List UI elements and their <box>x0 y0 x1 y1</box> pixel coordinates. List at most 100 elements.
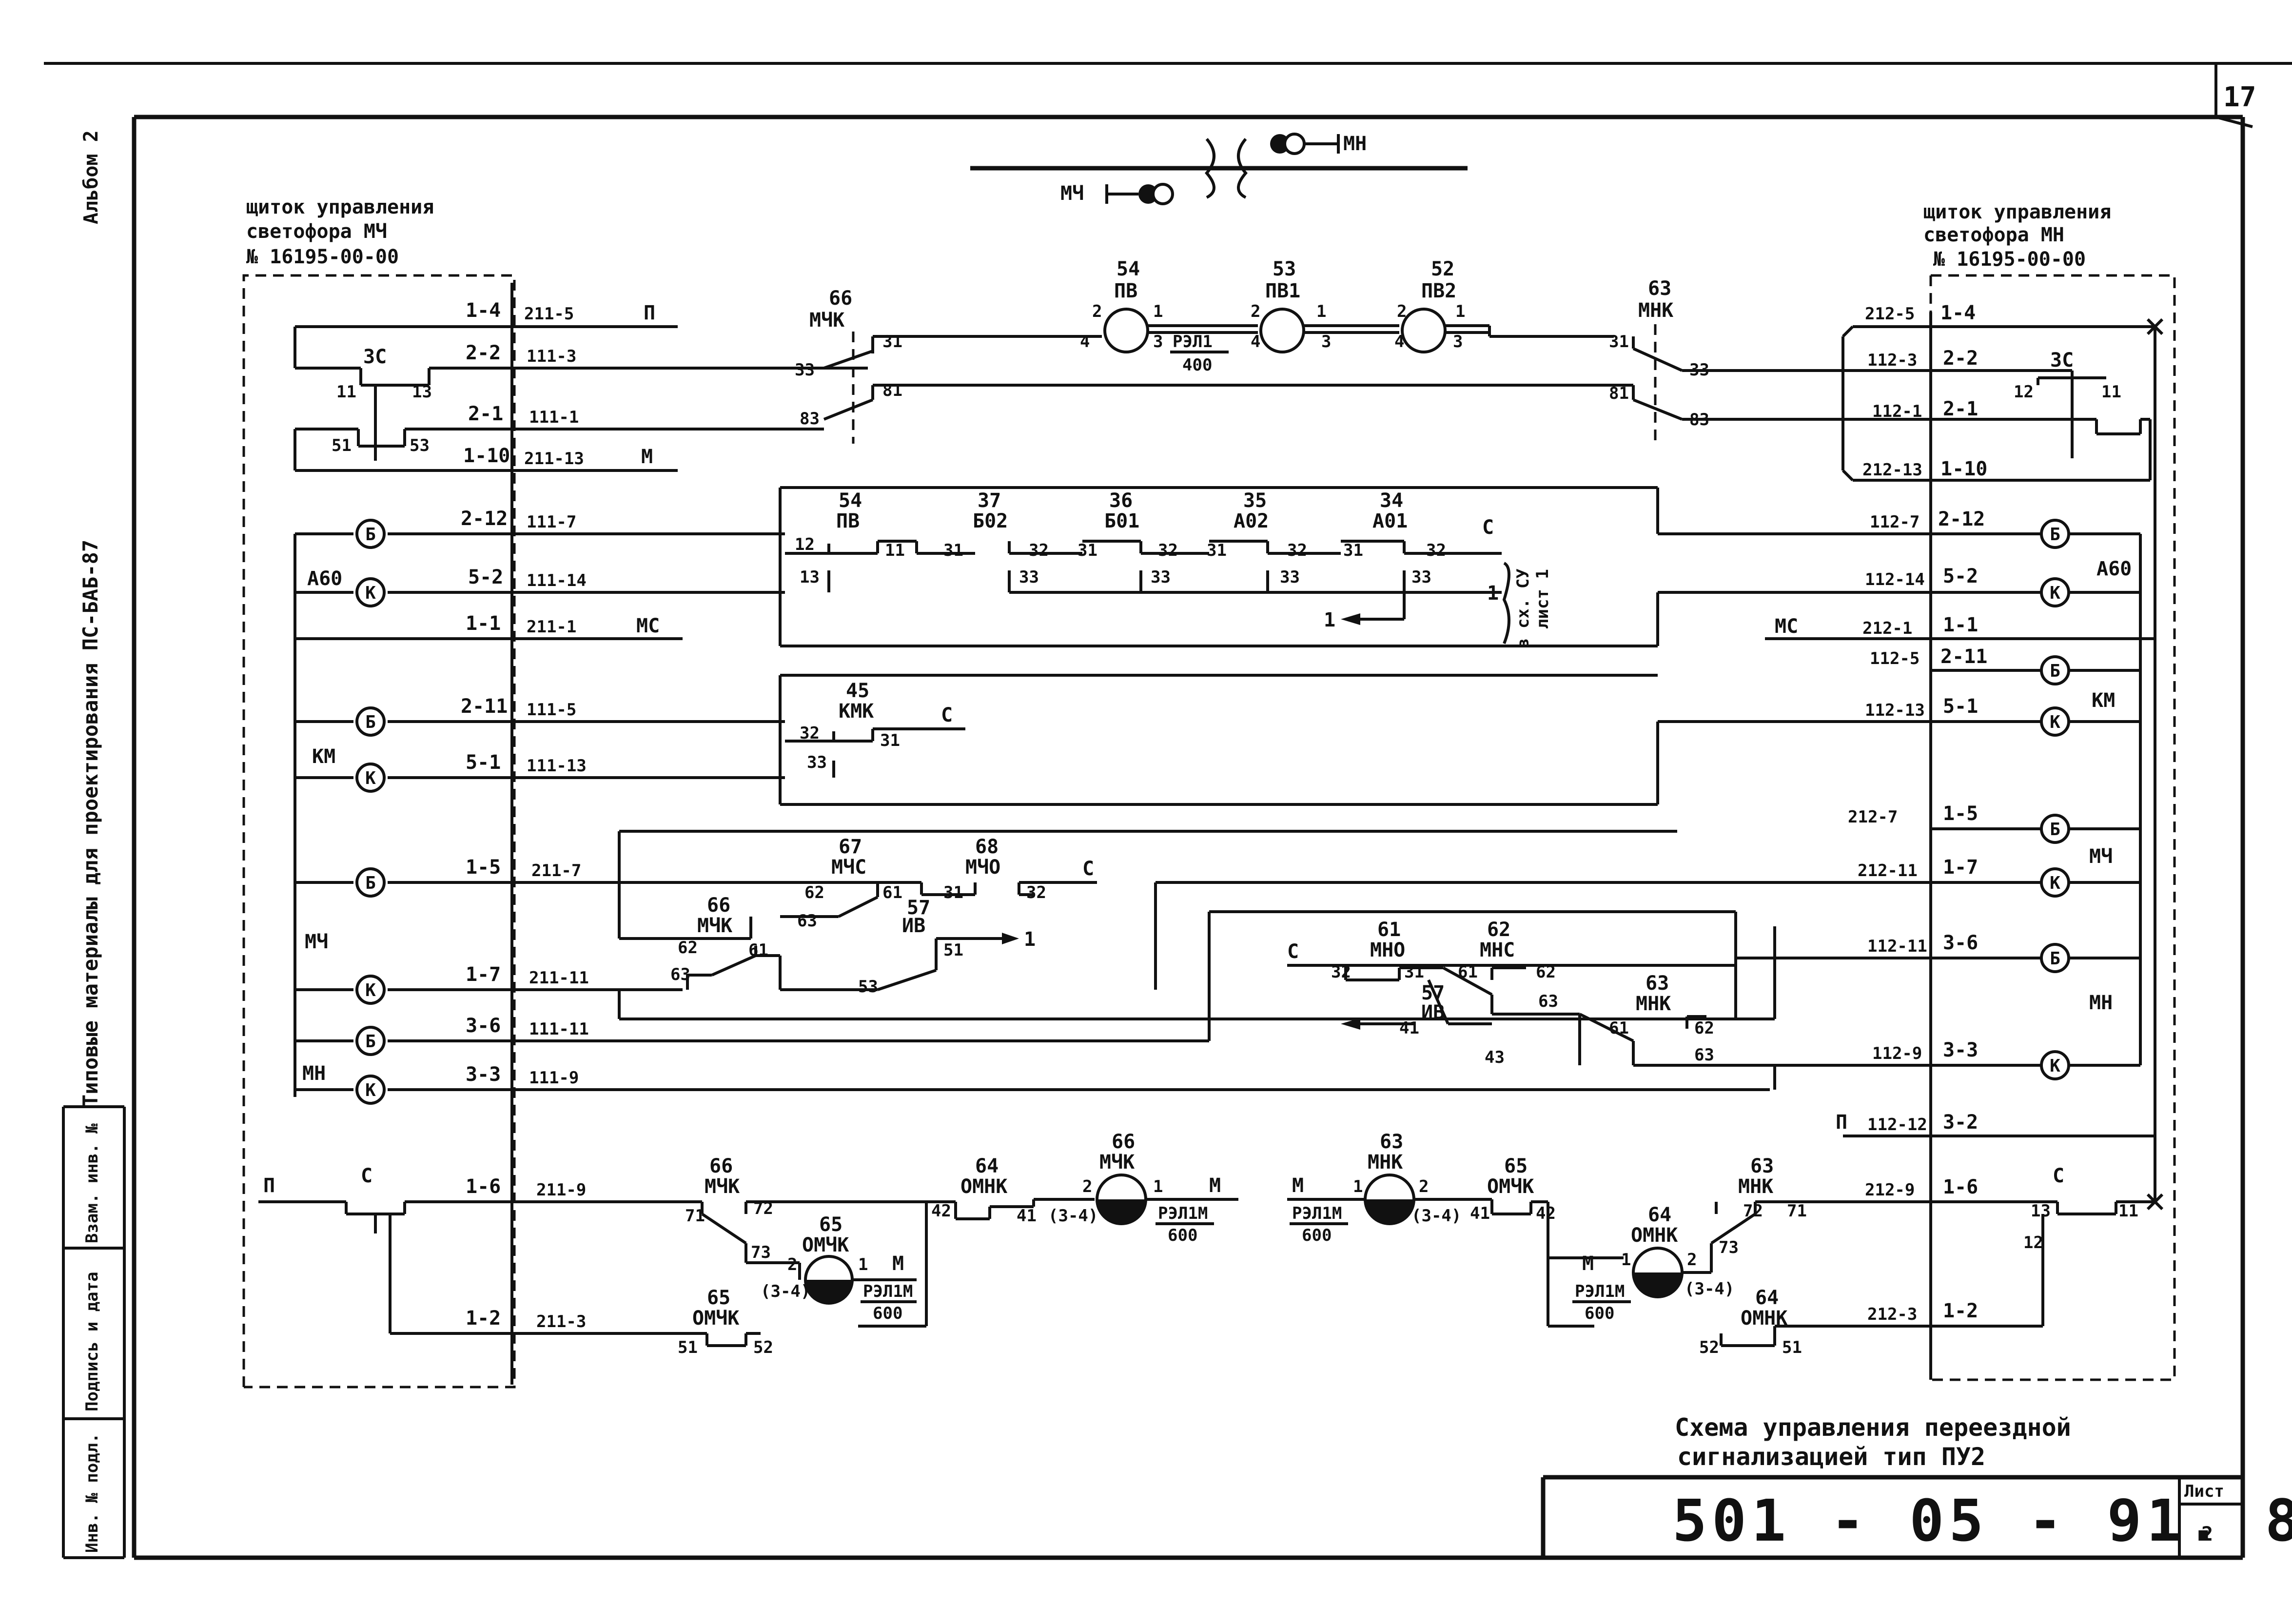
p53-1: 1 <box>1316 302 1326 321</box>
c36-33: 33 <box>1151 567 1171 587</box>
right-cable-112-12: 112-12 <box>1867 1115 1927 1135</box>
right-lamp-b-3-6-label: Б <box>2050 949 2060 969</box>
right-lamp-b-3-6 <box>2040 943 2070 973</box>
c67-61: 61 <box>882 883 902 902</box>
c68-32: 32 <box>1026 883 1046 902</box>
left-cable-111-9: 111-9 <box>529 1068 579 1088</box>
bottom-left-circuit: П С 66 МЧК 71 72 <box>263 1131 1238 1357</box>
signal-lamp-mn-light <box>1283 133 1306 155</box>
r66-mid-name: МЧК <box>697 915 732 937</box>
bus-label-c-61: С <box>1287 940 1299 963</box>
c66m-61: 61 <box>748 940 768 960</box>
right-switch-pin-12: 12 <box>2014 382 2034 402</box>
c66b-71: 71 <box>685 1206 705 1226</box>
left-terminals <box>258 283 1770 1385</box>
arrow-1-b: 1 <box>1487 582 1499 605</box>
c63m-61: 61 <box>1609 1018 1629 1038</box>
right-node-2-12: 2-12 <box>1938 508 1985 530</box>
c57r-43: 43 <box>1485 1048 1505 1067</box>
c66-83: 83 <box>800 409 820 429</box>
right-node-3-3: 3-3 <box>1943 1039 1978 1061</box>
c54-11: 11 <box>885 541 905 560</box>
p52-1: 1 <box>1455 302 1465 321</box>
right-node-2-11: 2-11 <box>1940 646 1987 668</box>
l64-1: 1 <box>1621 1250 1631 1270</box>
l64-2: 2 <box>1687 1250 1697 1270</box>
arrow-1-a: 1 <box>1324 609 1335 631</box>
r57l-num: 57 <box>907 897 930 919</box>
right-switch-c-label: С <box>2053 1165 2064 1187</box>
r67-name: МЧС <box>831 856 866 879</box>
right-cable-112-5: 112-5 <box>1870 649 1920 668</box>
bus-label-a60-left: А60 <box>307 567 342 590</box>
right-lamp-k-5-1 <box>2040 706 2070 737</box>
rel1m-c-r: 600 <box>1302 1226 1332 1245</box>
left-lamp-b-2-11-label: Б <box>365 712 376 732</box>
left-switch-3c-label: 3С <box>363 346 387 368</box>
l63-34: (3-4) <box>1411 1206 1461 1226</box>
stamp-cell-replace: Взам. инв. № <box>82 1123 102 1243</box>
left-cable-111-5: 111-5 <box>527 700 576 720</box>
rel1m-b: РЭЛ1М <box>1158 1204 1208 1223</box>
top-relay-chain: 66 МЧК 33 31 83 81 54 ПВ 53 ПВ1 52 ПВ2 2… <box>795 258 1931 444</box>
r37-name: Б02 <box>973 510 1008 532</box>
r63c-num: 63 <box>1380 1131 1403 1153</box>
l65-34: (3-4) <box>761 1282 810 1301</box>
left-switch-pin-11: 11 <box>336 382 356 402</box>
left-switch-c-label: С <box>361 1165 372 1187</box>
right-panel-border <box>1929 274 2176 1381</box>
c64l-41: 41 <box>1017 1206 1037 1226</box>
c66b-73: 73 <box>751 1243 771 1262</box>
c63-33: 33 <box>1689 360 1709 380</box>
l66-2: 2 <box>1082 1177 1092 1196</box>
r64l-num: 64 <box>975 1155 999 1177</box>
left-lamp-b-2-11 <box>355 706 386 737</box>
r54-num: 54 <box>1117 258 1140 280</box>
r64c-name: ОМНК <box>1631 1224 1678 1247</box>
left-lamp-b-3-6 <box>355 1026 386 1056</box>
right-c-pin-11: 11 <box>2118 1201 2138 1221</box>
right-cable-112-14: 112-14 <box>1865 570 1925 589</box>
l65-2: 2 <box>787 1255 797 1274</box>
c64l-42: 42 <box>931 1201 951 1221</box>
c45-31: 31 <box>880 731 900 750</box>
left-node-5-2: 5-2 <box>468 566 503 588</box>
ref-line-2: лист 1 <box>1533 569 1552 629</box>
l63-1: 1 <box>1353 1177 1363 1196</box>
p54-1: 1 <box>1153 302 1163 321</box>
sheet-number: 2 <box>2201 1523 2213 1546</box>
right-panel-title-3: № 16195-00-00 <box>1933 248 2086 271</box>
rel1m-b-r: 600 <box>1168 1226 1197 1245</box>
c57l-51: 51 <box>943 940 963 960</box>
drawing-frame <box>44 62 2292 1560</box>
c66b-72: 72 <box>753 1199 773 1218</box>
left-node-1-7: 1-7 <box>466 963 501 986</box>
left-panel-border <box>242 274 516 1389</box>
r66-top-num: 66 <box>829 287 852 310</box>
c64b-52: 52 <box>1699 1338 1719 1357</box>
title-block: Схема управления переездной сигнализацие… <box>1541 1413 2292 1558</box>
bottom-right-circuit: М РЭЛ1М 600 63 МНК 1 2 (3-4) 65 ОМЧК 41 … <box>1287 1131 2138 1357</box>
r66-top-name: МЧК <box>809 309 844 332</box>
l65-1: 1 <box>858 1255 868 1274</box>
left-cable-211-11: 211-11 <box>529 968 589 988</box>
r52-name: ПВ2 <box>1421 280 1456 302</box>
r61-name: МНО <box>1370 939 1405 961</box>
l64-34: (3-4) <box>1685 1279 1734 1299</box>
signal-mch-label: МЧ <box>1060 182 1084 205</box>
left-lamp-k-5-2 <box>355 577 386 607</box>
rel1m-a-r: 600 <box>873 1304 902 1323</box>
right-cable-212-9: 212-9 <box>1865 1180 1915 1200</box>
right-lamp-b-1-5-label: Б <box>2050 820 2060 840</box>
bus-label-mn-left: МН <box>302 1062 326 1085</box>
left-cable-111-13: 111-13 <box>527 756 587 776</box>
r63-top-num: 63 <box>1648 277 1671 300</box>
c65r-42: 42 <box>1536 1204 1556 1223</box>
ref-line-1: в сх. СУ <box>1513 568 1533 648</box>
r61-num: 61 <box>1377 919 1401 941</box>
left-cable-111-3: 111-3 <box>527 347 576 366</box>
r62-num: 62 <box>1487 919 1510 941</box>
right-lamp-k-3-3 <box>2040 1050 2070 1080</box>
p54-4: 4 <box>1080 332 1090 352</box>
r65r-num: 65 <box>1504 1155 1528 1177</box>
